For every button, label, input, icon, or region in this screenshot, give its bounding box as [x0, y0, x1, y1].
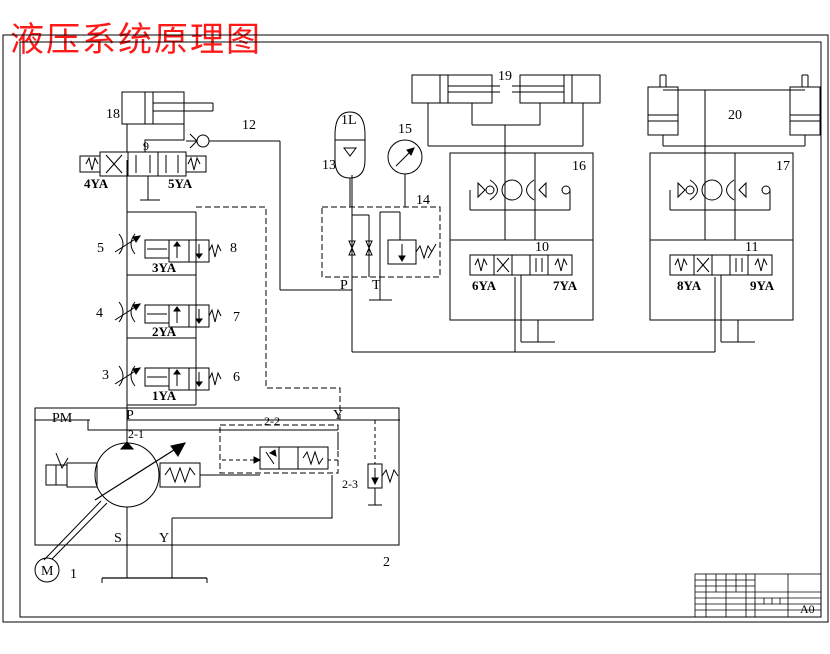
label-1L: 1L: [341, 113, 357, 128]
solenoid-5ya: 5YA: [168, 176, 193, 191]
label-5: 5: [97, 241, 104, 256]
port-p-block: P: [340, 278, 348, 293]
label-17: 17: [776, 159, 790, 174]
label-20: 20: [728, 108, 742, 123]
label-2: 2: [383, 555, 390, 570]
solenoid-1ya: 1YA: [152, 388, 177, 403]
solenoid-4ya: 4YA: [84, 176, 109, 191]
port-t-block: T: [372, 278, 381, 293]
solenoid-6ya: 6YA: [472, 278, 497, 293]
title-block: [694, 573, 822, 618]
inner-frame: [19, 41, 822, 618]
solenoid-valve-8: [144, 212, 222, 263]
label-18: 18: [106, 107, 120, 122]
label-11: 11: [745, 240, 758, 255]
label-2-3: 2-3: [342, 477, 358, 491]
throttle-valve-5: [114, 233, 142, 255]
port-y-pump: Y: [333, 408, 343, 423]
port-y-drain: Y: [159, 531, 169, 546]
label-9: 9: [143, 139, 149, 153]
port-p-pump: P: [126, 408, 134, 423]
label-4: 4: [96, 306, 103, 321]
solenoid-8ya: 8YA: [677, 278, 702, 293]
port-pm: PM: [52, 411, 73, 426]
solenoid-7ya: 7YA: [553, 278, 578, 293]
label-14: 14: [416, 193, 430, 208]
label-13: 13: [322, 158, 336, 173]
throttle-valve-3: [114, 365, 142, 387]
label-16: 16: [572, 159, 586, 174]
label-2-2: 2-2: [264, 414, 280, 428]
label-1: 1: [70, 567, 77, 582]
label-19: 19: [498, 69, 512, 84]
solenoid-2ya: 2YA: [152, 324, 177, 339]
label-6: 6: [233, 370, 240, 385]
label-3: 3: [102, 368, 109, 383]
solenoid-valve-6: [144, 367, 222, 391]
title-block-sheet-size: A0: [800, 602, 815, 616]
drawing-title: 液压系统原理图: [10, 20, 262, 60]
solenoid-valve-7: [144, 304, 222, 328]
label-7: 7: [233, 310, 240, 325]
motor-symbol-label: M: [41, 564, 54, 579]
label-15: 15: [398, 122, 412, 137]
pump-station-frame: [34, 407, 400, 546]
valve-2-2-frame: [219, 424, 339, 474]
label-2-1: 2-1: [128, 427, 144, 441]
label-8: 8: [230, 241, 237, 256]
label-10: 10: [535, 240, 549, 255]
throttle-valve-4: [114, 301, 142, 323]
sheet-border: [2, 34, 829, 623]
solenoid-9ya: 9YA: [750, 278, 775, 293]
port-s: S: [114, 531, 122, 546]
solenoid-3ya: 3YA: [152, 260, 177, 275]
label-12: 12: [242, 118, 256, 133]
variable-pump-circle: [94, 442, 160, 508]
